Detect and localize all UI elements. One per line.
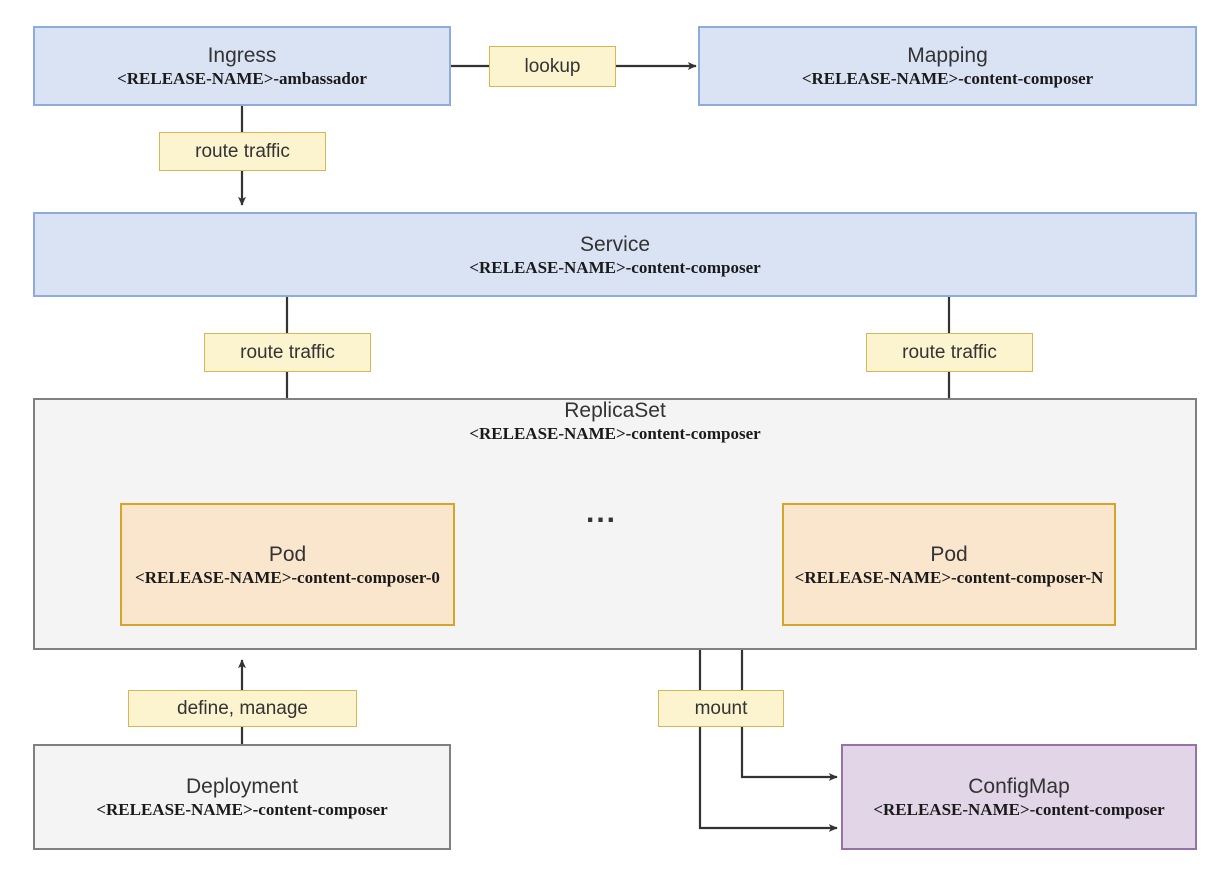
- deployment-subtitle: <RELEASE-NAME>-content-composer: [96, 800, 388, 819]
- replicaset-title: ReplicaSet: [564, 399, 666, 422]
- replicaset-subtitle: <RELEASE-NAME>-content-composer: [469, 424, 761, 443]
- edge-label-route-traffic-left[interactable]: route traffic: [204, 333, 371, 372]
- service-subtitle: <RELEASE-NAME>-content-composer: [469, 257, 761, 277]
- pod-n-title: Pod: [930, 542, 968, 566]
- edge-label-route-traffic-ingress[interactable]: route traffic: [159, 132, 326, 171]
- edge-label-mount[interactable]: mount: [658, 690, 784, 727]
- configmap-subtitle: <RELEASE-NAME>-content-composer: [873, 800, 1165, 819]
- mapping-subtitle: <RELEASE-NAME>-content-composer: [801, 69, 1094, 88]
- node-service[interactable]: Service <RELEASE-NAME>-content-composer: [33, 212, 1197, 297]
- pod-0-title: Pod: [268, 542, 307, 566]
- edge-label-lookup[interactable]: lookup: [489, 46, 616, 87]
- mapping-title: Mapping: [907, 44, 988, 67]
- edge-pod0-configmap-b: [698, 726, 838, 832]
- edge-label-route-traffic-right[interactable]: route traffic: [866, 333, 1033, 372]
- pods-ellipsis: ...: [586, 496, 618, 529]
- pod-0-subtitle: <RELEASE-NAME>-content-composer-0: [135, 567, 440, 587]
- node-ingress[interactable]: Ingress <RELEASE-NAME>-ambassador: [33, 26, 451, 106]
- node-pod-0[interactable]: Pod <RELEASE-NAME>-content-composer-0: [120, 503, 455, 626]
- configmap-title: ConfigMap: [968, 775, 1070, 798]
- edge-podn-configmap-b: [740, 726, 838, 781]
- ingress-subtitle: <RELEASE-NAME>-ambassador: [117, 69, 367, 88]
- service-title: Service: [579, 232, 651, 256]
- deployment-title: Deployment: [185, 775, 299, 798]
- node-configmap[interactable]: ConfigMap <RELEASE-NAME>-content-compose…: [841, 744, 1197, 850]
- edge-label-define-manage[interactable]: define, manage: [128, 690, 357, 727]
- ingress-title: Ingress: [207, 44, 277, 67]
- pod-n-subtitle: <RELEASE-NAME>-content-composer-N: [794, 567, 1104, 587]
- replicaset-label: ReplicaSet <RELEASE-NAME>-content-compos…: [33, 398, 1197, 444]
- node-mapping[interactable]: Mapping <RELEASE-NAME>-content-composer: [698, 26, 1197, 106]
- node-deployment[interactable]: Deployment <RELEASE-NAME>-content-compos…: [33, 744, 451, 850]
- node-pod-n[interactable]: Pod <RELEASE-NAME>-content-composer-N: [782, 503, 1116, 626]
